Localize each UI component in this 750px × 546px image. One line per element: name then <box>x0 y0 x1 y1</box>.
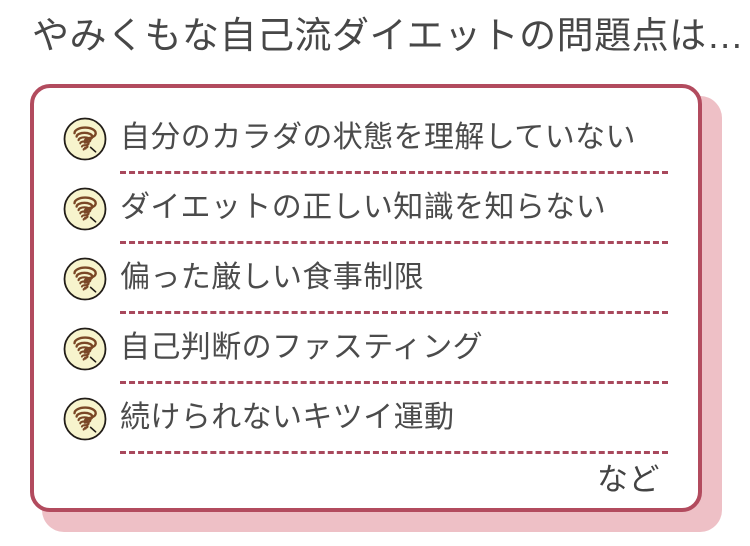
row-divider <box>120 451 668 454</box>
list-item-label: ダイエットの正しい知識を知らない <box>120 191 607 224</box>
swirl-tornado-icon <box>63 397 107 441</box>
problem-card-container: 自分のカラダの状態を理解していない ダイエットの正しい知識を知らない <box>30 84 722 532</box>
row-divider <box>120 381 668 384</box>
swirl-tornado-icon <box>63 257 107 301</box>
problem-list: 自分のカラダの状態を理解していない ダイエットの正しい知識を知らない <box>62 104 684 454</box>
footer-note: など <box>597 462 660 497</box>
swirl-tornado-icon <box>63 187 107 231</box>
list-item: 自分のカラダの状態を理解していない <box>62 104 684 174</box>
list-item: 続けられないキツイ運動 <box>62 384 684 454</box>
row-divider <box>120 311 668 314</box>
list-item-label: 自己判断のファスティング <box>120 331 483 364</box>
list-item-label: 続けられないキツイ運動 <box>120 401 455 434</box>
page-title: やみくもな自己流ダイエットの問題点は… <box>32 15 745 56</box>
row-divider <box>120 171 668 174</box>
row-divider <box>120 241 668 244</box>
swirl-tornado-icon <box>63 117 107 161</box>
problem-card: 自分のカラダの状態を理解していない ダイエットの正しい知識を知らない <box>30 84 702 512</box>
list-item: 自己判断のファスティング <box>62 314 684 384</box>
swirl-tornado-icon <box>63 327 107 371</box>
list-item-label: 自分のカラダの状態を理解していない <box>120 121 636 154</box>
list-item: ダイエットの正しい知識を知らない <box>62 174 684 244</box>
list-item-label: 偏った厳しい食事制限 <box>120 261 424 294</box>
list-item: 偏った厳しい食事制限 <box>62 244 684 314</box>
